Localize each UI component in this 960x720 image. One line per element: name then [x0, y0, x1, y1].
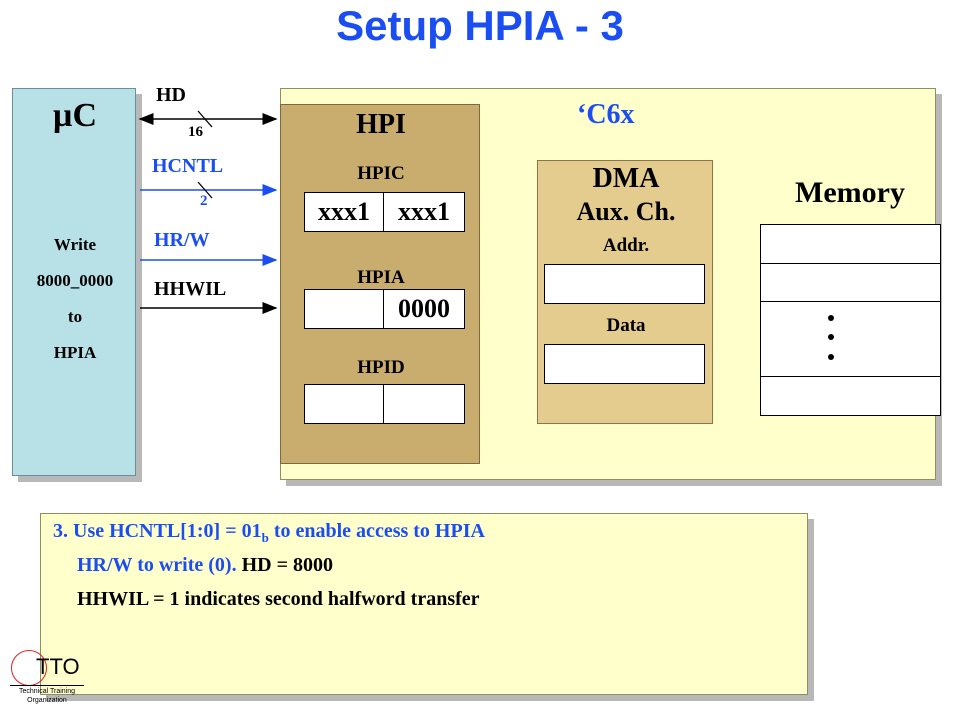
hcntl-width-label: 2: [200, 193, 208, 209]
hd-width-label: 16: [188, 124, 203, 140]
hd-width-tick: [197, 110, 213, 128]
page-title: Setup HPIA - 3: [336, 2, 624, 49]
logo-caption-2: Organization: [27, 697, 67, 704]
uc-line-4: HPIA: [53, 343, 97, 362]
note-line-2: HR/W to write (0). HD = 8000: [77, 554, 333, 576]
dma-addr-register: [544, 264, 705, 304]
dma-aux-channel-label: Aux. Ch.: [576, 197, 676, 226]
logo-caption-1: Technical Training: [18, 688, 76, 695]
dma-label: DMA: [592, 163, 660, 194]
memory-cell: [760, 263, 941, 302]
hpi-label: HPI: [356, 109, 406, 140]
dma-data-register: [544, 344, 705, 384]
ellipsis-dot: [828, 315, 834, 321]
c6x-label: ‘C6x: [577, 99, 635, 130]
memory-label: Memory: [795, 176, 905, 209]
uc-line-1: Write: [53, 235, 97, 254]
hd-label: HD: [156, 84, 186, 106]
uc-line-3: to: [67, 307, 83, 326]
microcontroller-block: µC Write 8000_0000 to HPIA: [12, 88, 136, 476]
hcntl-label: HCNTL: [152, 155, 224, 177]
hcntl-width-tick: [197, 181, 213, 199]
ellipsis-dot: [828, 354, 834, 360]
tto-logo: TTO Technical Training Organization: [8, 648, 86, 714]
dma-data-label: Data: [606, 315, 646, 336]
uc-label: µC: [52, 97, 98, 134]
hhwil-label: HHWIL: [154, 278, 227, 300]
dma-addr-label: Addr.: [602, 235, 650, 256]
note-line-3: HHWIL = 1 indicates second halfword tran…: [77, 588, 480, 610]
memory-cell: [760, 224, 941, 264]
hpid-low-register: [383, 384, 465, 424]
instruction-note: 3. Use HCNTL[1:0] = 01b to enable access…: [40, 513, 808, 695]
logo-divider: [10, 685, 84, 686]
hpic-high-register: xxx1: [304, 192, 384, 232]
hpia-high-register: [304, 289, 384, 329]
hpia-label: HPIA: [357, 267, 405, 288]
memory-cell: [760, 376, 941, 416]
logo-text: TTO: [36, 654, 80, 679]
uc-line-2: 8000_0000: [36, 271, 114, 290]
hpic-label: HPIC: [357, 163, 405, 184]
note-line-1: 3. Use HCNTL[1:0] = 01b to enable access…: [53, 520, 485, 545]
hrw-label: HR/W: [154, 229, 210, 251]
hpic-low-register: xxx1: [383, 192, 465, 232]
hpia-low-register: 0000: [383, 289, 465, 329]
hpid-high-register: [304, 384, 384, 424]
hpid-label: HPID: [357, 357, 405, 378]
ellipsis-dot: [828, 334, 834, 340]
